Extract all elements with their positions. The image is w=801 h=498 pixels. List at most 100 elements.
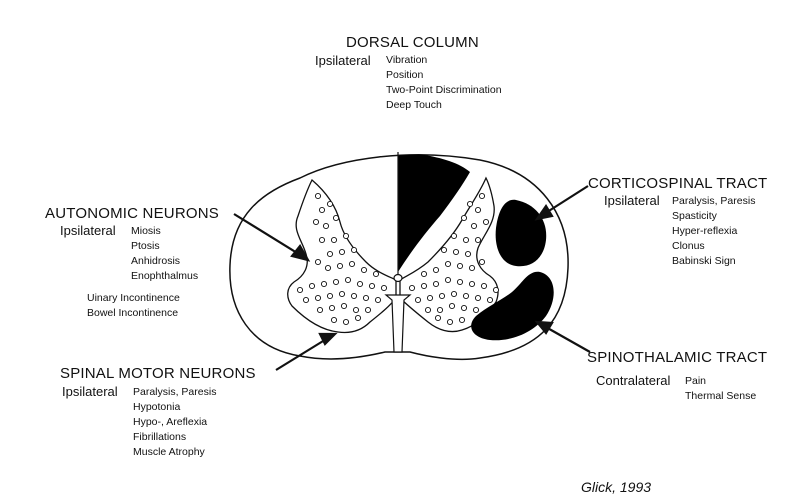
neuron-dots	[296, 192, 500, 326]
neuron-dot	[460, 214, 468, 222]
neuron-dot	[360, 266, 368, 274]
deficit-item: Two-Point Discrimination	[386, 84, 502, 96]
neuron-dot	[356, 280, 364, 288]
motor-neuron-arrowhead	[318, 332, 338, 346]
neuron-dot	[380, 284, 388, 292]
neuron-dot	[364, 306, 372, 314]
neuron-dot	[474, 236, 482, 244]
neuron-dot	[456, 278, 464, 286]
neuron-dot	[312, 218, 320, 226]
neuron-dot	[332, 278, 340, 286]
deficit-item: Paralysis, Paresis	[672, 195, 756, 207]
neuron-dot	[330, 316, 338, 324]
neuron-dot	[444, 276, 452, 284]
deficit-item: Muscle Atrophy	[133, 446, 205, 458]
neuron-dot	[464, 250, 472, 258]
neuron-dot	[482, 218, 490, 226]
neuron-dot	[308, 282, 316, 290]
spinothalamic-tract-deficits: Pain Thermal Sense	[685, 374, 756, 404]
motor-neuron-arrow	[275, 337, 329, 371]
deficit-item: Ptosis	[131, 240, 160, 252]
spinothalamic-tract-side: Contralateral	[596, 373, 671, 388]
neuron-dot	[350, 292, 358, 300]
neuron-dot	[462, 236, 470, 244]
autonomic-neurons-title: AUTONOMIC NEURONS	[45, 205, 219, 222]
neuron-dot	[450, 232, 458, 240]
spinothalamic-tract-title: SPINOTHALAMIC TRACT	[587, 349, 768, 366]
neuron-dot	[362, 294, 370, 302]
deficit-item: Hypotonia	[133, 401, 181, 413]
neuron-dot	[478, 192, 486, 200]
neuron-dot	[420, 270, 428, 278]
deficit-item: Thermal Sense	[685, 390, 757, 402]
deficit-item: Uinary Incontinence	[87, 292, 180, 304]
deficit-item: Vibration	[386, 54, 428, 66]
corticospinal-tract-deficits: Paralysis, Paresis Spasticity Hyper-refl…	[672, 194, 755, 269]
autonomic-neurons-side: Ipsilateral	[60, 223, 116, 238]
neuron-dot	[468, 264, 476, 272]
deficit-item: Fibrillations	[133, 431, 187, 443]
neuron-dot	[432, 266, 440, 274]
neuron-dot	[460, 304, 468, 312]
neuron-dot	[326, 200, 334, 208]
neuron-dot	[338, 290, 346, 298]
neuron-dot	[342, 232, 350, 240]
neuron-dot	[324, 264, 332, 272]
neuron-dot	[462, 292, 470, 300]
spinothalamic-arrowhead	[534, 320, 554, 335]
deficit-item: Anhidrosis	[131, 255, 181, 267]
dorsal-column-title: DORSAL COLUMN	[346, 34, 479, 51]
neuron-dot	[374, 296, 382, 304]
deficit-item: Hyper-reflexia	[672, 225, 738, 237]
neuron-dot	[354, 314, 362, 322]
neuron-dot	[314, 192, 322, 200]
left-gray-matter	[287, 178, 397, 334]
neuron-dot	[342, 318, 350, 326]
dorsal-column-deficits: Vibration Position Two-Point Discriminat…	[386, 53, 502, 113]
neuron-dot	[316, 306, 324, 314]
neuron-dot	[302, 296, 310, 304]
spinal-motor-neurons-title: SPINAL MOTOR NEURONS	[60, 365, 256, 382]
neuron-dot	[322, 222, 330, 230]
neuron-dot	[328, 304, 336, 312]
neuron-dot	[472, 306, 480, 314]
neuron-dot	[348, 260, 356, 268]
deficit-item: Enophthalmus	[131, 270, 199, 282]
deficit-item: Position	[386, 69, 424, 81]
autonomic-neurons-extra: Uinary Incontinence Bowel Incontinence	[87, 291, 180, 321]
corticospinal-tract-side: Ipsilateral	[604, 193, 660, 208]
neuron-dot	[344, 276, 352, 284]
neuron-dot	[350, 246, 358, 254]
neuron-dot	[424, 306, 432, 314]
central-canal	[393, 273, 403, 283]
ventral-median-fissure	[384, 294, 412, 353]
neuron-dot	[314, 294, 322, 302]
corticospinal-tract-title: CORTICOSPINAL TRACT	[588, 175, 768, 192]
spinal-motor-neurons-deficits: Paralysis, Paresis Hypotonia Hypo-, Aref…	[133, 385, 216, 460]
deficit-item: Deep Touch	[386, 99, 442, 111]
neuron-dot	[478, 258, 486, 266]
neuron-dot	[480, 282, 488, 290]
neuron-dot	[326, 250, 334, 258]
deficit-item: Babinski Sign	[672, 255, 736, 267]
neuron-dot	[338, 248, 346, 256]
neuron-dot	[314, 258, 322, 266]
neuron-dot	[326, 292, 334, 300]
neuron-dot	[434, 314, 442, 322]
neuron-dot	[296, 286, 304, 294]
deficit-item: Spasticity	[672, 210, 717, 222]
neuron-dot	[426, 294, 434, 302]
neuron-dot	[320, 280, 328, 288]
neuron-dot	[440, 246, 448, 254]
spinothalamic-lesion	[471, 271, 554, 341]
neuron-dot	[466, 200, 474, 208]
neuron-dot	[438, 292, 446, 300]
spinothalamic-arrow	[543, 325, 591, 353]
deficit-item: Pain	[685, 375, 707, 387]
neuron-dot	[486, 296, 494, 304]
neuron-dot	[420, 282, 428, 290]
right-gray-matter	[399, 176, 499, 333]
corticospinal-lesion	[495, 199, 547, 267]
neuron-dot	[456, 262, 464, 270]
